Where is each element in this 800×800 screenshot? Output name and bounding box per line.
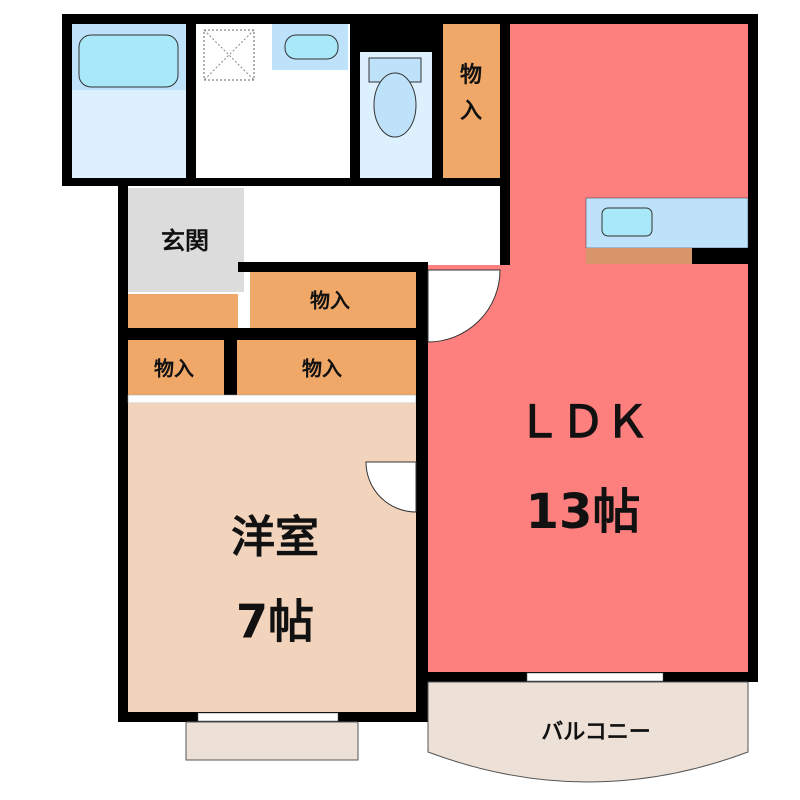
western-window [197,712,339,722]
storage-label-1: 物 [460,62,482,88]
ldk-left-wall [416,262,428,722]
ldk-window [526,672,664,682]
ldk-wall-right [748,14,758,682]
storage-top-right [443,24,500,178]
wall-mid [238,262,428,272]
kitchen-sink [601,207,653,237]
kitchen-base [586,248,692,264]
ldk-lower [428,265,748,672]
balcony-label: バルコニー [541,720,651,745]
toilet-bowl [373,72,417,138]
hall-wall [500,178,510,270]
hallway [244,188,500,262]
bathtub [78,34,179,88]
door-swing-western [365,461,417,513]
ldk-size: 13帖 [526,484,641,540]
storage-small [128,340,224,395]
entrance-label: 玄関 [161,227,209,255]
entrance [128,188,244,292]
storage-hall-label: 物入 [310,289,350,313]
balcony [427,681,749,783]
window-bay [185,721,359,761]
sink [284,34,339,60]
western-room [128,403,416,712]
shoe-storage [128,294,238,328]
ldk-name: ＬＤＫ [517,397,649,448]
door-swing-ldk [427,269,501,343]
closet-doors [127,394,417,404]
storage-small-label: 物入 [154,357,194,381]
storage-hall [250,272,416,328]
left-wall [118,186,128,722]
western-size: 7帖 [236,595,314,649]
storage-mid-label: 物入 [302,357,342,381]
washing-machine-space [203,29,255,81]
kitchen-wall [692,248,748,264]
storage-label-2: 入 [460,99,482,124]
storage-divider [224,340,237,408]
western-name: 洋室 [231,512,319,563]
wall-mid2 [118,328,428,340]
storage-mid [237,340,416,395]
